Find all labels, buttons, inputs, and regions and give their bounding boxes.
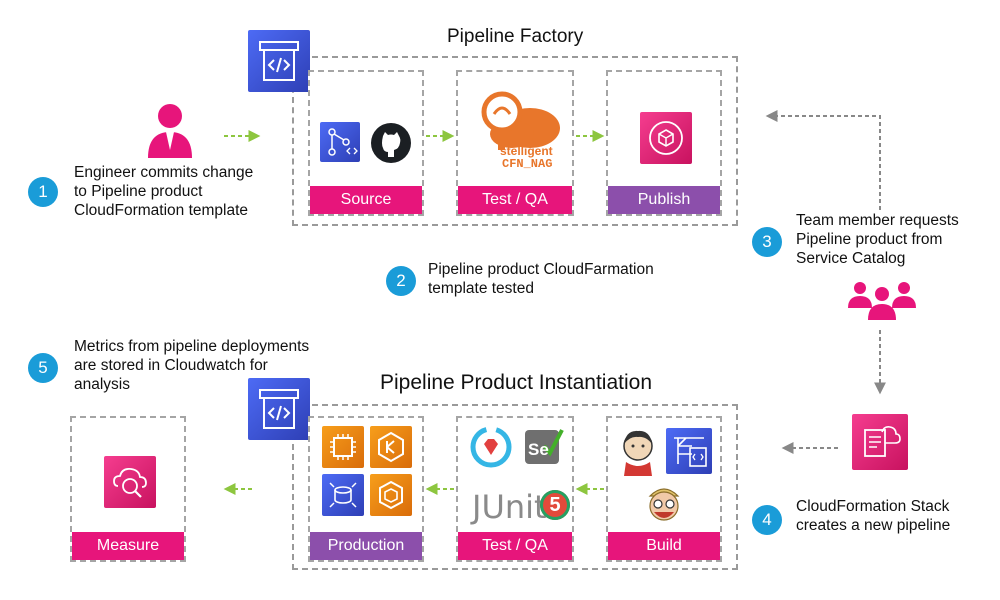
- test-qa-stage-bottom: Se JUnit 5 Test / QA: [456, 416, 574, 562]
- ecs-icon: [370, 474, 412, 516]
- factory-title: Pipeline Factory: [447, 26, 584, 47]
- test-qa-stage-top: stelligent CFN_NAG Test / QA: [456, 70, 574, 216]
- cfn-nag-graphic: [481, 91, 560, 150]
- github-icon: [370, 122, 412, 164]
- cfn-nag-text: CFN_NAG: [502, 157, 553, 171]
- junit-text: JUnit: [472, 488, 547, 526]
- jenkins-icon: [616, 428, 660, 476]
- codebuild-icon: [666, 428, 712, 474]
- ruby-ci-icon: [470, 426, 512, 468]
- pipeline-factory-frame: [292, 56, 738, 226]
- test-qa-label-top: Test / QA: [458, 186, 572, 214]
- step-4-badge: 4: [752, 505, 782, 535]
- codepipeline-icon: [248, 378, 310, 440]
- step-4-text: CloudFormation Stack creates a new pipel…: [796, 498, 951, 534]
- step-2-badge: 2: [386, 266, 416, 296]
- build-stage: Build: [606, 416, 722, 562]
- step-2-text: Pipeline product CloudFarmation template…: [428, 261, 654, 297]
- test-qa-label-bottom: Test / QA: [458, 532, 572, 560]
- team-icon: [846, 276, 918, 320]
- travis-ci-icon: [642, 480, 686, 526]
- cloudformation-stack-icon: [852, 414, 908, 470]
- source-stage: Source: [308, 70, 424, 216]
- codecommit-icon: [320, 122, 360, 162]
- selenium-text: Se: [528, 440, 549, 459]
- selenium-icon: Se: [522, 426, 564, 468]
- pipeline-instantiation-frame: [292, 404, 738, 570]
- step-1-text: Engineer commits change to Pipeline prod…: [74, 164, 254, 219]
- service-catalog-icon: [640, 112, 692, 164]
- selenium-graphic: [525, 429, 564, 464]
- production-label: Production: [310, 532, 422, 560]
- publish-stage: Publish: [606, 70, 722, 216]
- instantiation-title: Pipeline Product Instantiation: [380, 371, 653, 394]
- step-3-badge: 3: [752, 227, 782, 257]
- step-3-text: Team member requests Pipeline product fr…: [796, 212, 959, 267]
- step-5-text: Metrics from pipeline deployments are st…: [74, 338, 310, 393]
- production-stage: Production: [308, 416, 424, 562]
- measure-label: Measure: [72, 532, 184, 560]
- publish-label: Publish: [608, 186, 720, 214]
- ec2-icon: [322, 426, 364, 468]
- cloudwatch-icon: [104, 456, 156, 508]
- codepipeline-icon: [248, 30, 310, 92]
- step-5-badge: 5: [28, 353, 58, 383]
- eks-icon: [370, 426, 412, 468]
- measure-stage: Measure: [70, 416, 186, 562]
- engineer-icon: [146, 102, 194, 158]
- database-migration-icon: [322, 474, 364, 516]
- stelligent-text: stelligent: [500, 144, 553, 158]
- cfn-nag-logo: stelligent CFN_NAG: [472, 84, 564, 174]
- step-1-badge: 1: [28, 177, 58, 207]
- arrow-team-to-factory: [765, 110, 881, 210]
- source-label: Source: [310, 186, 422, 214]
- build-label: Build: [608, 532, 720, 560]
- junit-version-badge: 5: [540, 490, 570, 520]
